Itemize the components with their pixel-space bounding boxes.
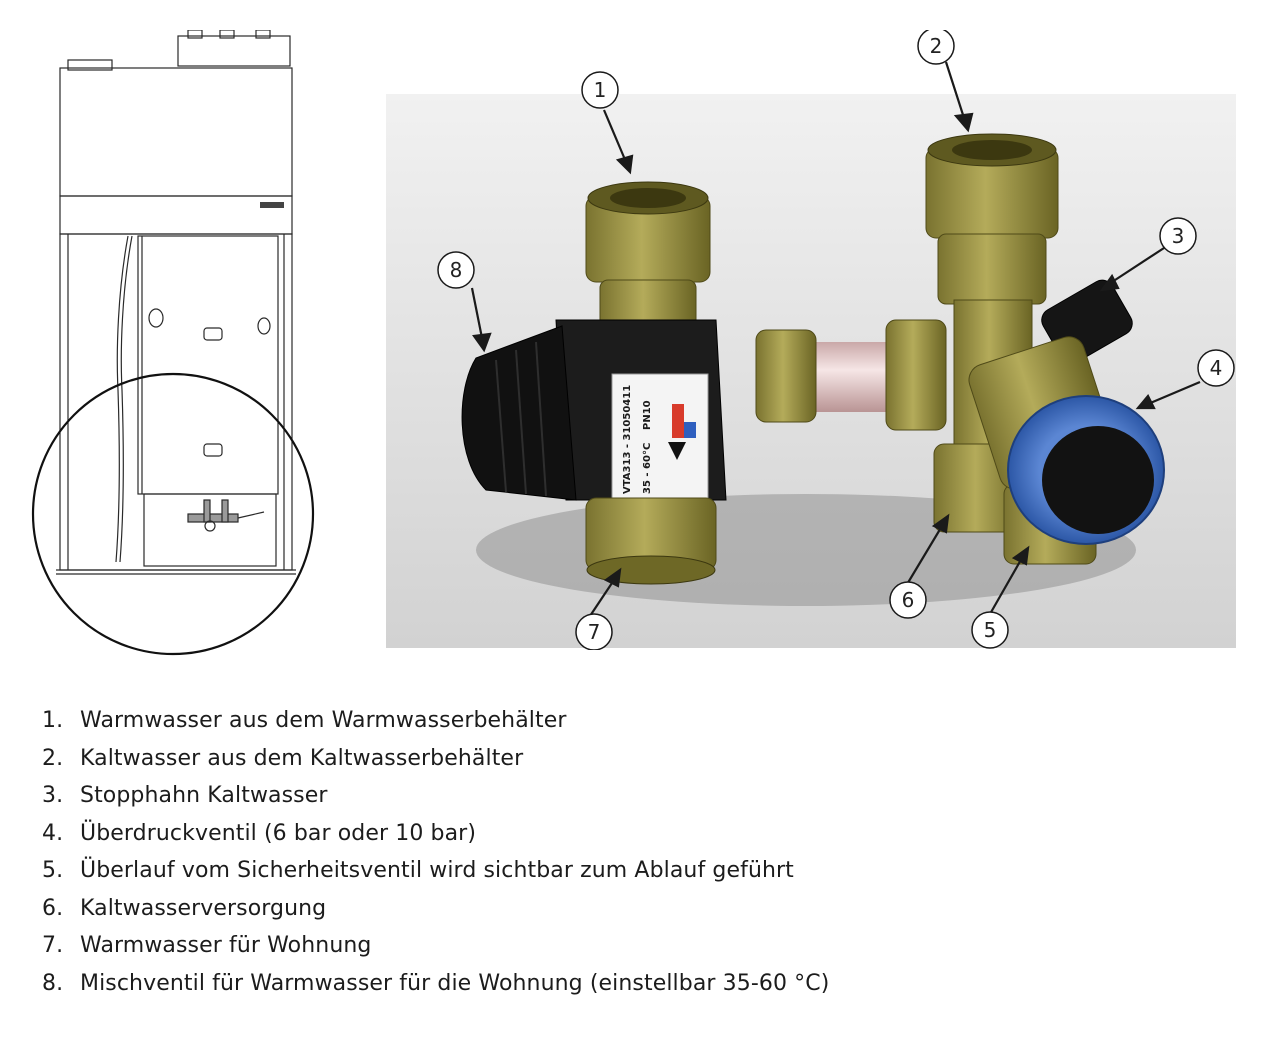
valve-compartment bbox=[143, 493, 277, 567]
nameplate-logo bbox=[260, 202, 284, 208]
label-range: 35 - 60°C bbox=[642, 443, 653, 494]
callout-1: 1 bbox=[594, 78, 607, 102]
top-connector-block bbox=[177, 35, 291, 67]
callout-8: 8 bbox=[450, 258, 463, 282]
legend-item: 8.Mischventil für Warmwasser für die Woh… bbox=[42, 970, 830, 996]
flow-arrow-icon bbox=[668, 442, 686, 460]
callout-7: 7 bbox=[588, 620, 601, 644]
callout-4: 4 bbox=[1210, 356, 1223, 380]
tank-port bbox=[148, 308, 164, 328]
label-pressure: PN10 bbox=[642, 400, 653, 430]
sensor-badge bbox=[203, 443, 223, 457]
mixing-valve-knob bbox=[461, 325, 577, 501]
callout-5: 5 bbox=[984, 618, 997, 642]
label-article: VTA313 - 31050411 bbox=[622, 385, 633, 494]
appliance-drawing bbox=[31, 30, 315, 656]
detail-circle bbox=[31, 372, 315, 656]
pipe-line bbox=[115, 235, 129, 563]
tank bbox=[137, 235, 279, 495]
tank-port bbox=[257, 317, 271, 335]
sensor-badge bbox=[203, 327, 223, 341]
legend-list: 1.Warmwasser aus dem Warmwasserbehälter … bbox=[42, 702, 829, 1002]
legend-item: 1.Warmwasser aus dem Warmwasserbehälter bbox=[42, 708, 567, 733]
upper-housing bbox=[59, 67, 293, 197]
legend-item: 3.Stopphahn Kaltwasser bbox=[42, 783, 328, 808]
legend-item: 7.Warmwasser für Wohnung bbox=[42, 933, 372, 958]
legend-item: 6.Kaltwasserversorgung bbox=[42, 895, 327, 921]
temp-blue-bar bbox=[684, 422, 696, 438]
front-band bbox=[59, 195, 293, 235]
callout-3: 3 bbox=[1172, 224, 1185, 248]
callout-2: 2 bbox=[930, 34, 943, 58]
legend-item: 4.Überdruckventil (6 bar oder 10 bar) bbox=[42, 820, 477, 846]
legend-item: 2.Kaltwasser aus dem Kaltwasserbehälter bbox=[42, 745, 524, 771]
callout-6: 6 bbox=[902, 588, 915, 612]
temp-red-bar bbox=[672, 404, 684, 438]
valve-illustration: VTA313 - 31050411 35 - 60°C PN10 bbox=[386, 30, 1236, 650]
legend-item: 5.Überlauf vom Sicherheitsventil wird si… bbox=[42, 858, 794, 883]
